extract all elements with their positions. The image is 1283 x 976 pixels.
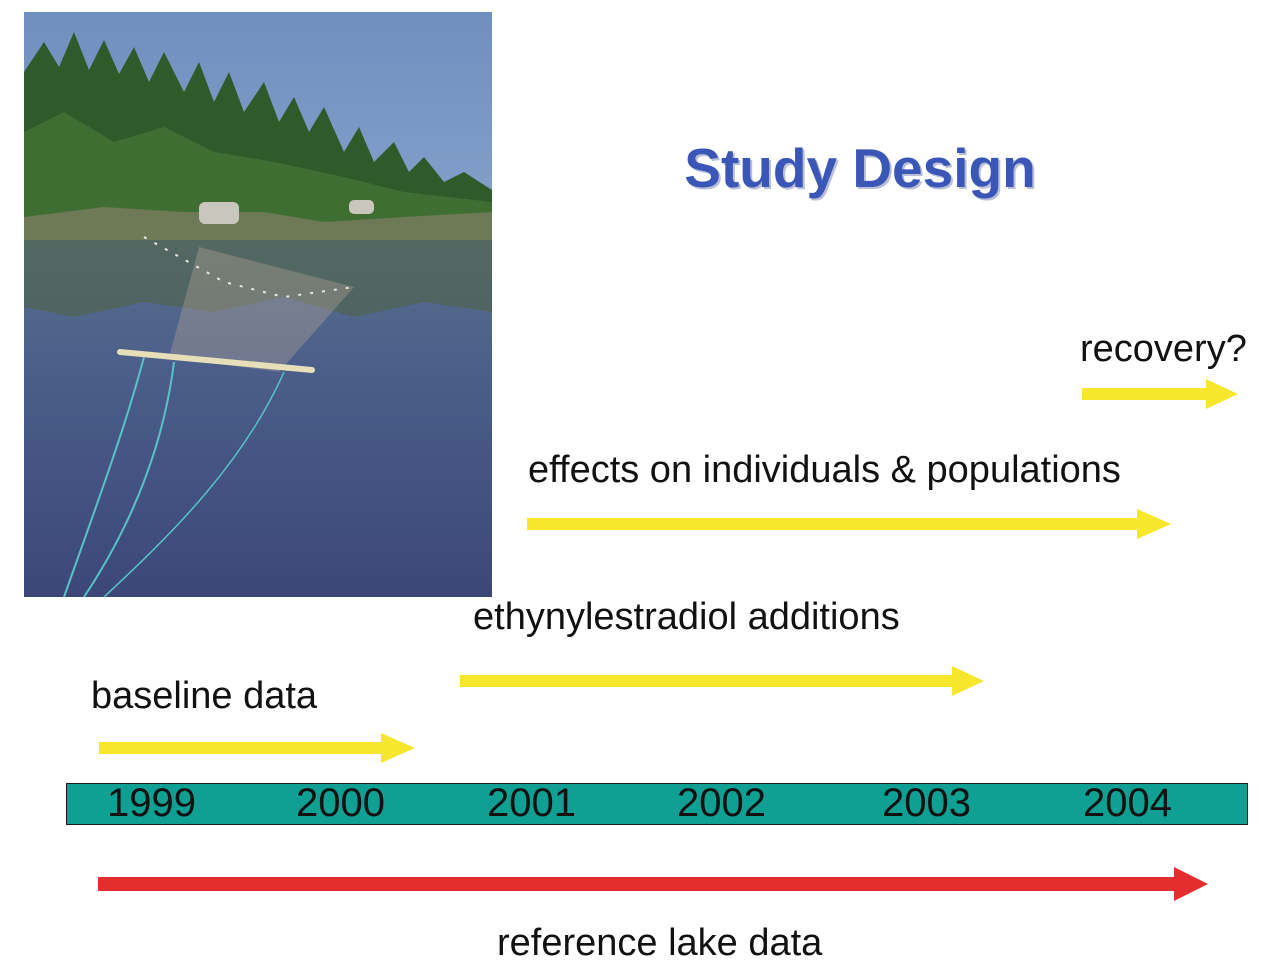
baseline-label: baseline data [91, 675, 318, 717]
year-2000: 2000 [296, 781, 385, 825]
effects-arrow [527, 509, 1171, 539]
recovery-label: recovery? [1080, 328, 1247, 370]
year-1999: 1999 [107, 781, 196, 825]
lake-net-photo [24, 12, 492, 597]
year-2004: 2004 [1083, 781, 1172, 825]
additions-label: ethynylestradiol additions [473, 596, 900, 638]
year-2003: 2003 [882, 781, 971, 825]
effects-label: effects on individuals & populations [528, 449, 1121, 491]
slide-title: Study Design [684, 137, 1036, 199]
baseline-arrow [99, 733, 415, 763]
recovery-arrow [1082, 379, 1238, 409]
year-timeline: 1999 2000 2001 2002 2003 2004 [66, 781, 1248, 825]
reference-label: reference lake data [497, 922, 823, 964]
year-2002: 2002 [677, 781, 766, 825]
additions-arrow [460, 666, 984, 696]
reference-arrow [98, 867, 1208, 901]
year-2001: 2001 [487, 781, 576, 825]
